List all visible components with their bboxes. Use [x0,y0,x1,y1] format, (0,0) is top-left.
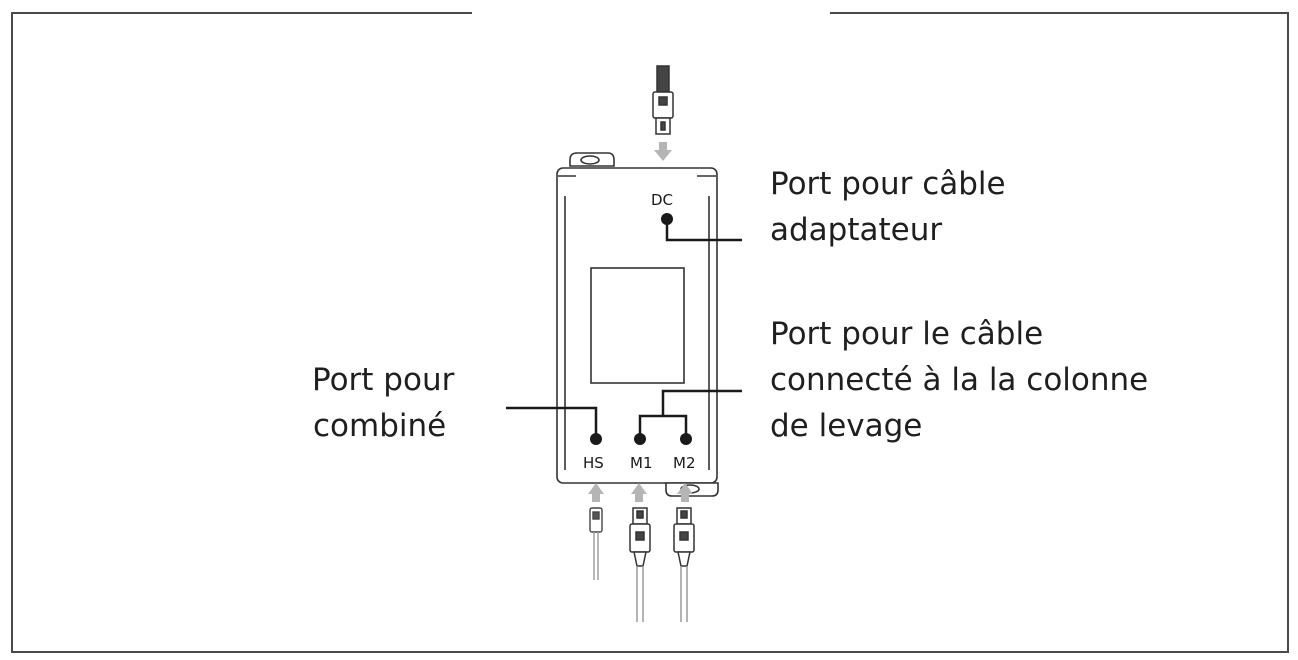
m1-up-arrow-icon [631,483,647,494]
m2-port-code: M2 [673,454,696,472]
column-port-label-line2: connecté à la la colonne [770,362,1149,398]
leader-lines [506,221,742,438]
m1-port-dot [634,433,646,445]
port-dots [590,213,692,445]
m2-plug-icon [673,507,695,622]
dc-plug-icon [652,65,674,135]
m1-plug-icon [629,507,651,622]
frame-border [11,12,1289,653]
m2-port-dot [680,433,692,445]
dc-port-code: DC [651,191,673,209]
column-port-label-line3: de levage [770,408,923,444]
handset-port-label-line1: Port pour [312,362,455,398]
column-port-label-line1: Port pour le câble [770,316,1044,352]
column-port-label: Port pour le câble connecté à la la colo… [770,311,1148,449]
dc-leader [665,221,742,242]
down-arrow-icon [654,142,672,161]
dc-port-dot [661,213,673,225]
hs-port-code: HS [583,454,604,472]
handset-port-label-line2: combiné [313,408,447,444]
adapter-port-label: Port pour câble adaptateur [770,161,1006,253]
m1-port-code: M1 [630,454,653,472]
m2-up-arrow-icon [677,483,693,494]
hs-port-dot [590,433,602,445]
hs-plug-icon [589,507,603,580]
adapter-port-label-line1: Port pour câble [770,166,1006,202]
m-leader [638,389,742,438]
up-arrow-icons [588,483,693,502]
handset-port-label: Port pour combiné [312,357,454,449]
hs-leader [506,406,598,438]
hs-up-arrow-icon [588,483,604,494]
control-box [556,152,719,497]
adapter-port-label-line2: adaptateur [770,212,943,248]
